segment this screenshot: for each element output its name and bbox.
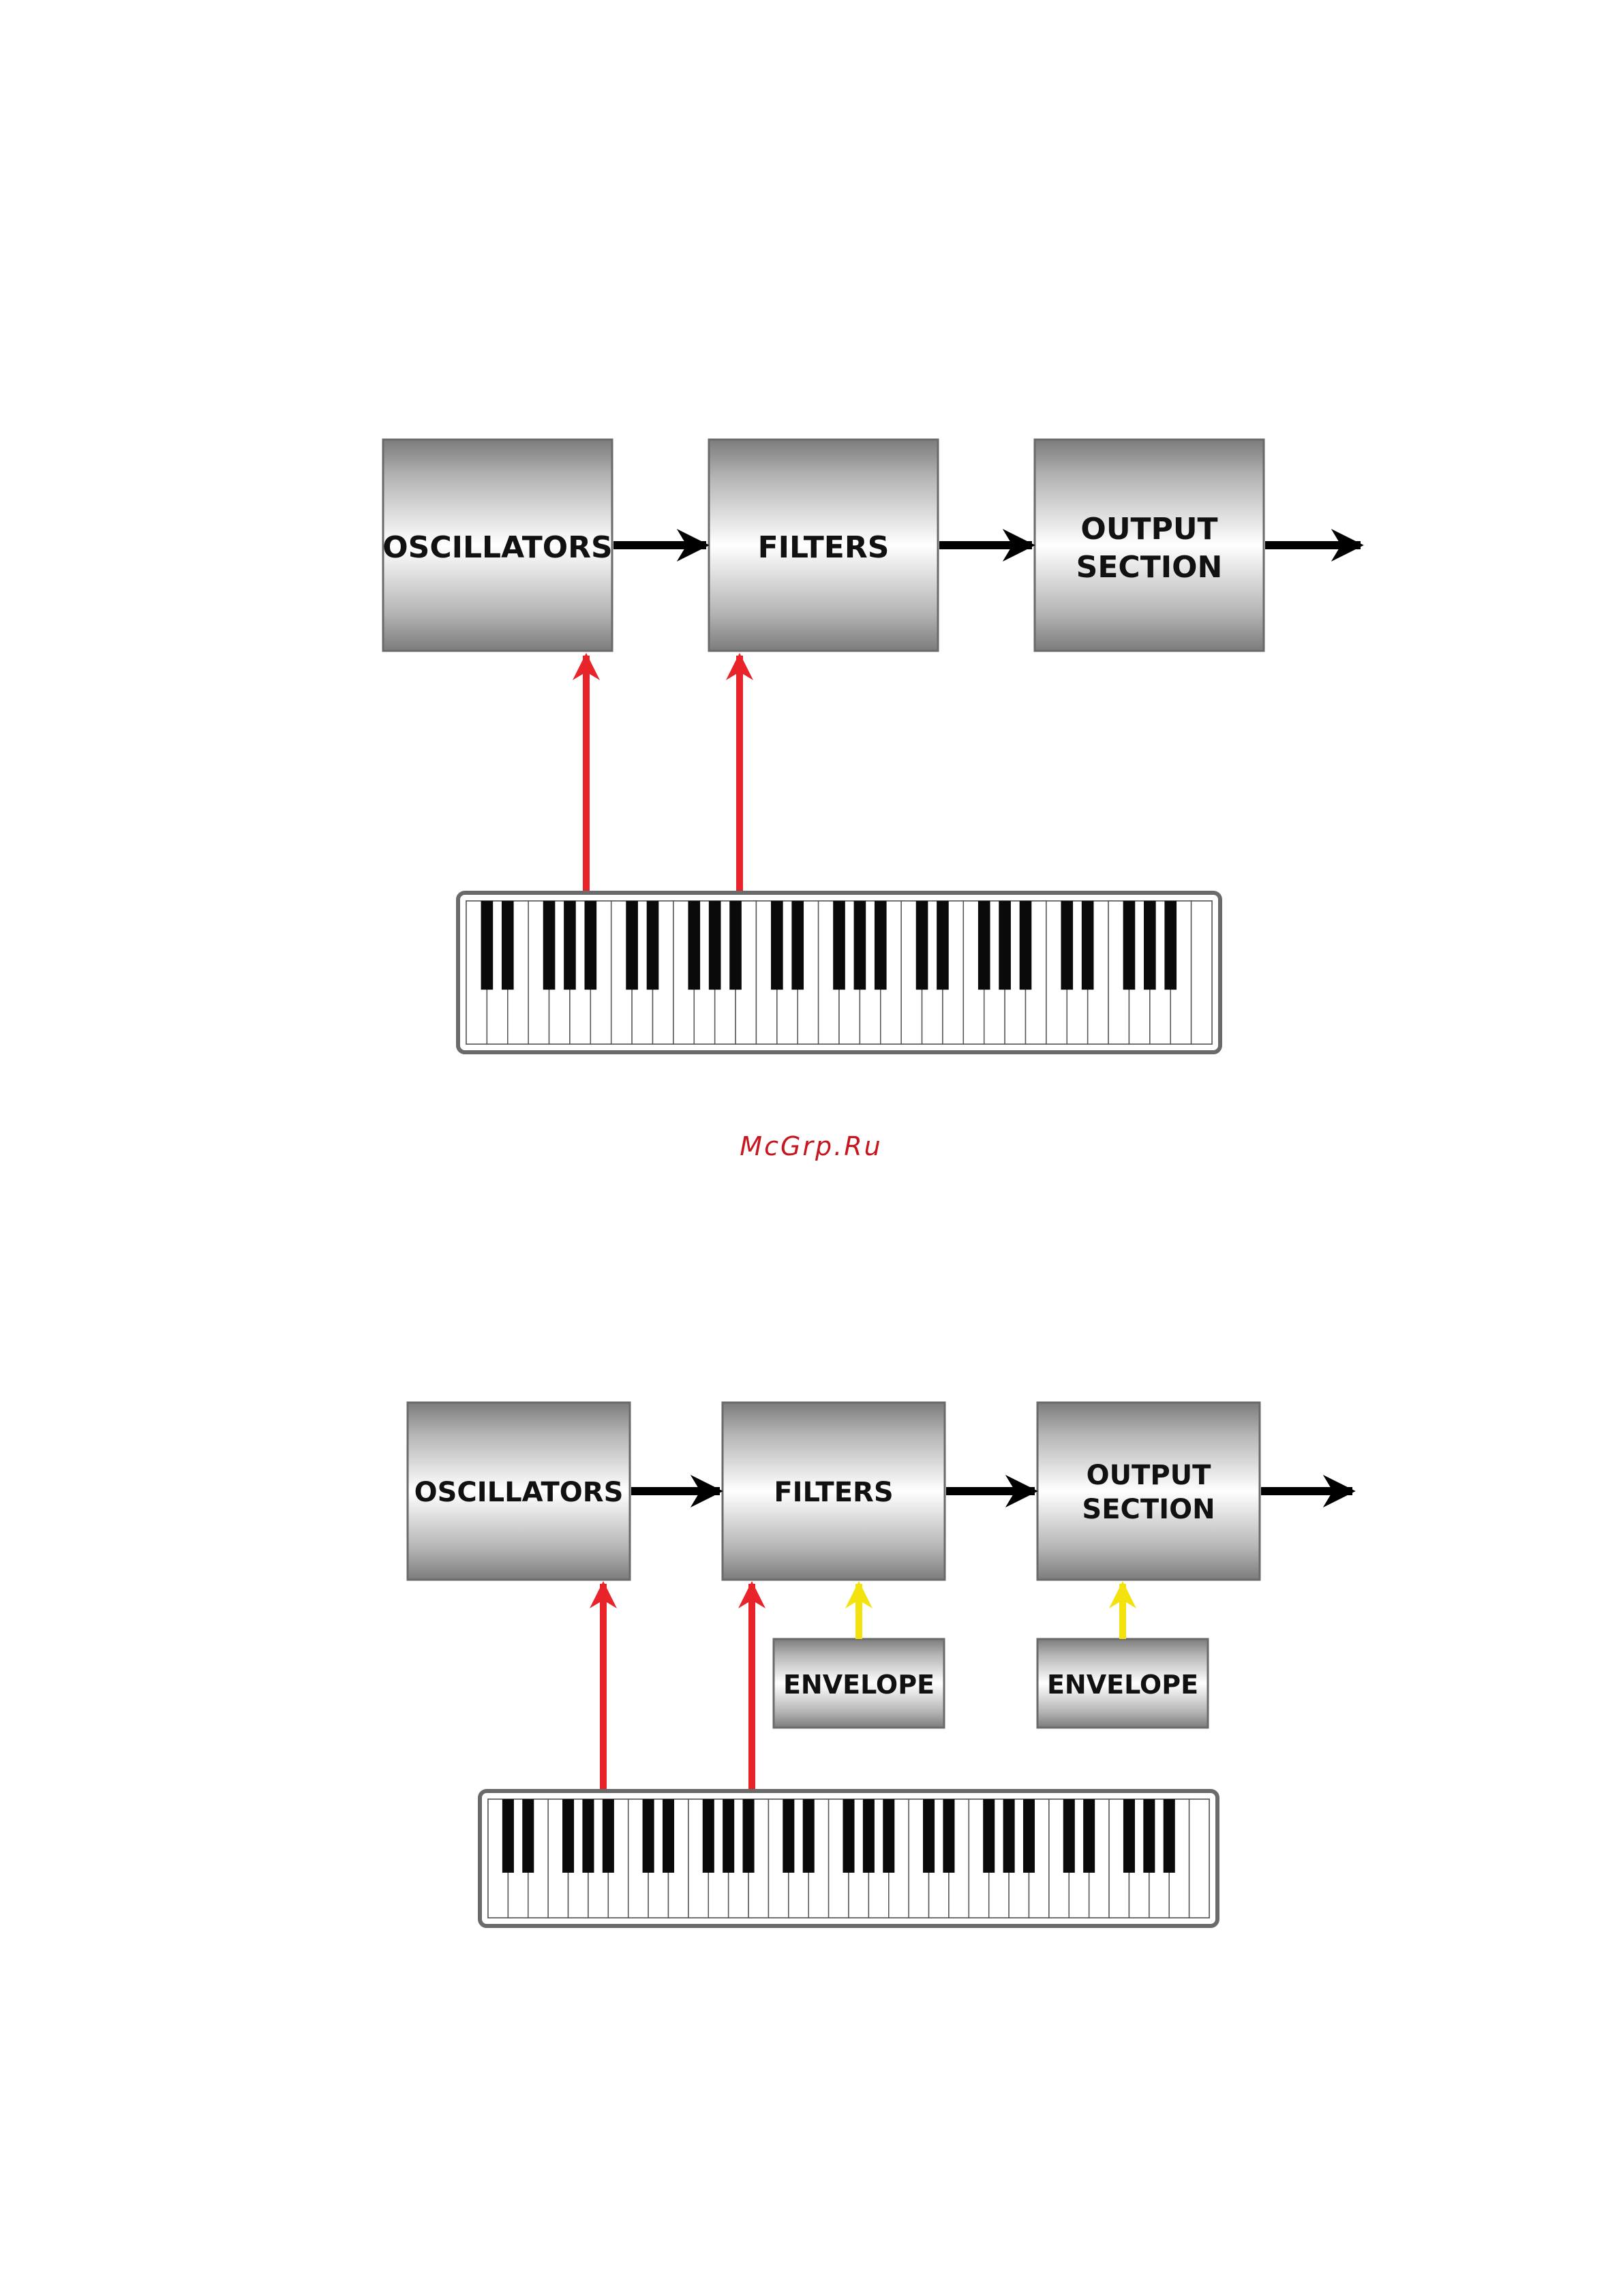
bottom-oscillators-block: OSCILLATORS [408, 1403, 630, 1580]
black-key [743, 1799, 755, 1873]
black-key [1082, 901, 1094, 990]
black-key [1003, 1799, 1015, 1873]
black-key [647, 901, 659, 990]
black-key [999, 901, 1011, 990]
black-key [1123, 901, 1136, 990]
black-key [582, 1799, 594, 1873]
top-output-section-block: OUTPUT SECTION [1035, 440, 1264, 651]
bottom-envelope-filter-label: ENVELOPE [783, 1670, 935, 1700]
black-key [1144, 901, 1156, 990]
black-key [1020, 901, 1032, 990]
black-key [1063, 1799, 1075, 1873]
bottom-envelope-filter-block: ENVELOPE [774, 1639, 944, 1728]
bottom-output-section-block: OUTPUT SECTION [1037, 1403, 1260, 1580]
white-key [1192, 901, 1212, 1044]
black-key [983, 1799, 995, 1873]
black-key [1164, 1799, 1175, 1873]
black-key [833, 901, 845, 990]
black-key [688, 901, 700, 990]
black-key [603, 1799, 614, 1873]
black-key [1083, 1799, 1095, 1873]
black-key [803, 1799, 815, 1873]
black-key [854, 901, 866, 990]
black-key [1164, 901, 1177, 990]
black-key [502, 901, 514, 990]
black-key [564, 901, 576, 990]
black-key [1061, 901, 1073, 990]
black-key [1123, 1799, 1135, 1873]
black-key [771, 901, 783, 990]
top-filters-label: FILTERS [758, 530, 890, 565]
bottom-output-label-line1: OUTPUT [1087, 1460, 1212, 1491]
bottom-output-label-line2: SECTION [1082, 1494, 1215, 1525]
black-key [626, 901, 638, 990]
top-oscillators-block: OSCILLATORS [382, 440, 612, 651]
top-keyboard [458, 893, 1220, 1052]
black-key [843, 1799, 854, 1873]
black-key [978, 901, 990, 990]
watermark-text: McGrp.Ru [740, 1131, 882, 1161]
black-key [502, 1799, 514, 1873]
black-key [709, 901, 721, 990]
bottom-envelope-output-label: ENVELOPE [1047, 1670, 1198, 1700]
black-key [937, 901, 949, 990]
black-key [663, 1799, 674, 1873]
bottom-filters-label: FILTERS [774, 1477, 893, 1508]
black-key [562, 1799, 574, 1873]
top-filters-block: FILTERS [709, 440, 938, 651]
black-key [543, 901, 556, 990]
black-key [522, 1799, 534, 1873]
top-diagram: OSCILLATORS FILTERS OUTPUT SECTION [382, 440, 1361, 1052]
bottom-oscillators-label: OSCILLATORS [414, 1477, 624, 1508]
black-key [481, 901, 494, 990]
black-key [863, 1799, 875, 1873]
black-key [585, 901, 597, 990]
bottom-diagram: OSCILLATORS FILTERS OUTPUT SECTION ENVEL… [408, 1403, 1352, 1926]
black-key [875, 901, 887, 990]
top-output-label-line1: OUTPUT [1080, 512, 1217, 547]
black-key [923, 1799, 935, 1873]
top-output-label-line2: SECTION [1076, 550, 1223, 585]
bottom-keyboard [480, 1791, 1217, 1926]
top-oscillators-label: OSCILLATORS [382, 530, 612, 565]
black-key [1143, 1799, 1155, 1873]
black-key [1023, 1799, 1035, 1873]
bottom-envelope-output-block: ENVELOPE [1037, 1639, 1208, 1728]
black-key [729, 901, 742, 990]
black-key [703, 1799, 714, 1873]
black-key [783, 1799, 794, 1873]
black-key [883, 1799, 894, 1873]
black-key [943, 1799, 954, 1873]
black-key [643, 1799, 654, 1873]
bottom-filters-block: FILTERS [723, 1403, 945, 1580]
black-key [723, 1799, 734, 1873]
black-key [916, 901, 928, 990]
black-key [791, 901, 804, 990]
white-key [1189, 1799, 1209, 1918]
